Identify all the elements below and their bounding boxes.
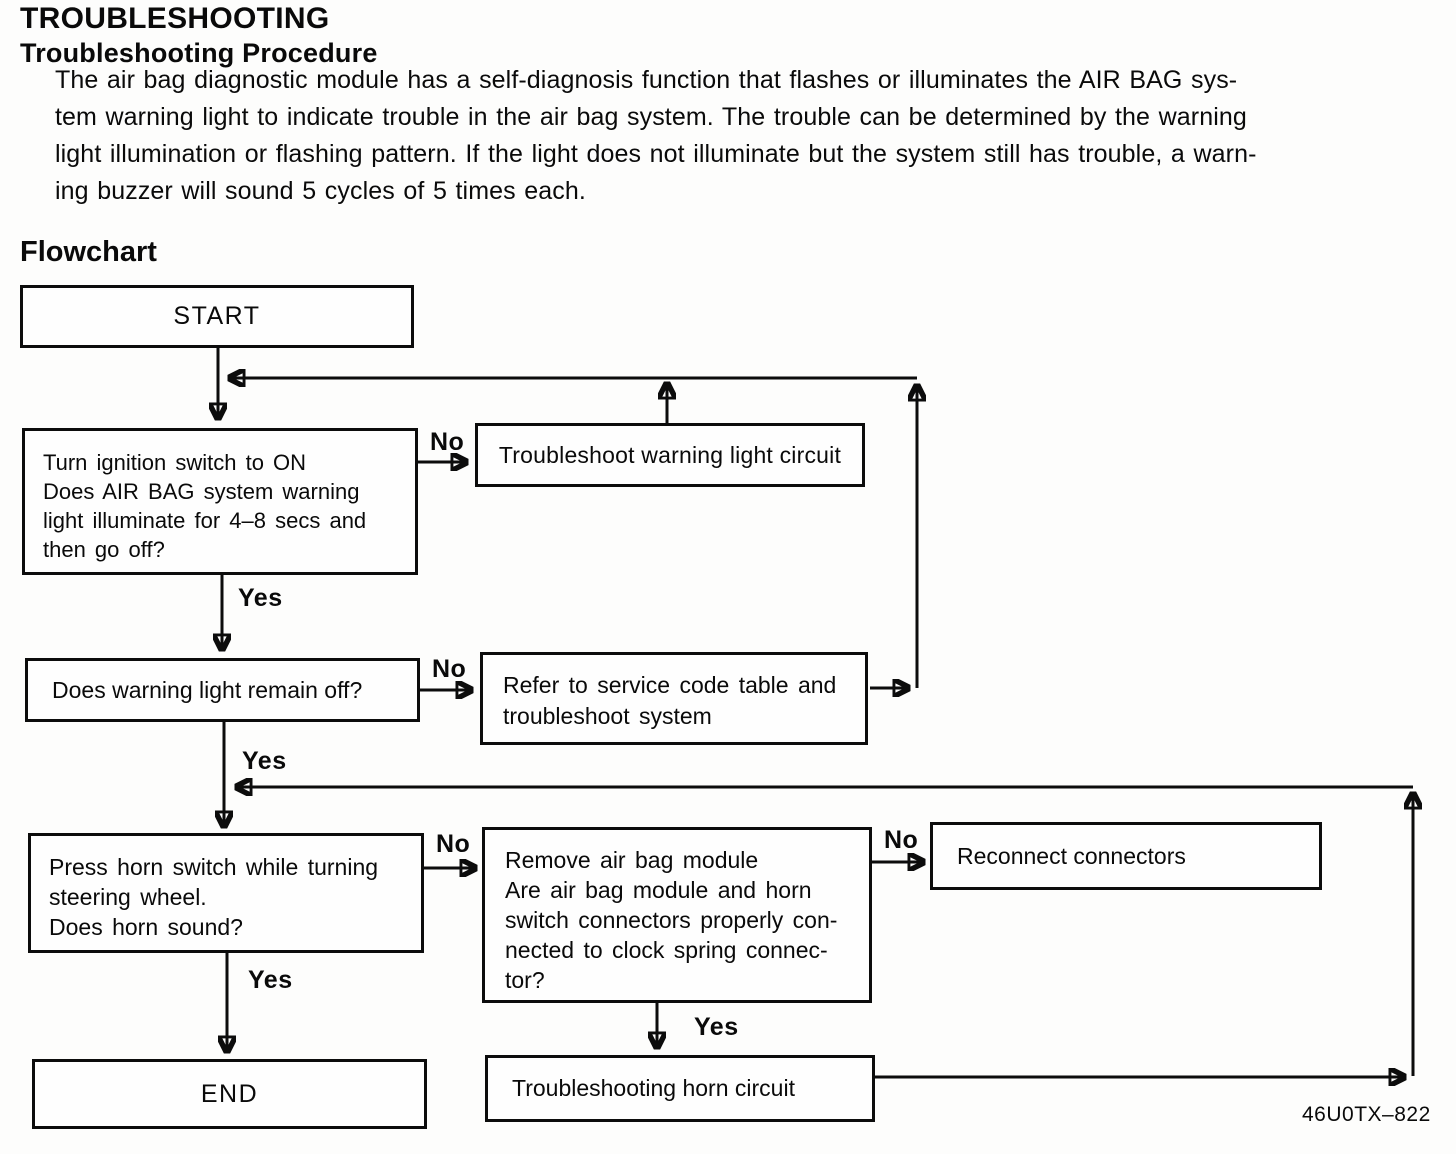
edge-label-horn-yes: Yes [248, 966, 293, 994]
flow-node-reconnect-connectors: Reconnect connectors [930, 822, 1322, 890]
edge-label-module-yes: Yes [694, 1013, 739, 1041]
intro-paragraph: The air bag diagnostic module has a self… [55, 66, 1257, 205]
flow-node-ignition-check: Turn ignition switch to ON Does AIR BAG … [22, 428, 418, 575]
edge-label-module-no: No [884, 826, 919, 854]
edge-label-ignition-no: No [430, 428, 465, 456]
flowchart-heading: Flowchart [20, 236, 157, 268]
figure-code: 46U0TX–822 [1302, 1103, 1431, 1126]
flow-node-horn-check: Press horn switch while turning steering… [28, 833, 424, 953]
section-subtitle: Troubleshooting Procedure [20, 38, 378, 68]
edge-label-remain-off-no: No [432, 655, 467, 683]
edge-label-ignition-yes: Yes [238, 584, 283, 612]
flow-node-warning-light-off-check: Does warning light remain off? [25, 658, 420, 722]
flow-node-start: START [20, 285, 414, 348]
flow-node-end: END [32, 1059, 427, 1129]
page-title: TROUBLESHOOTING [20, 2, 330, 35]
flow-node-troubleshoot-horn: Troubleshooting horn circuit [485, 1055, 875, 1122]
flow-node-troubleshoot-warning-light: Troubleshoot warning light circuit [475, 423, 865, 487]
flow-node-module-connector-check: Remove air bag module Are air bag module… [482, 827, 872, 1003]
edge-label-remain-off-yes: Yes [242, 747, 287, 775]
edge-label-horn-no: No [436, 830, 471, 858]
flow-node-service-code-table: Refer to service code table and troubles… [480, 652, 868, 745]
